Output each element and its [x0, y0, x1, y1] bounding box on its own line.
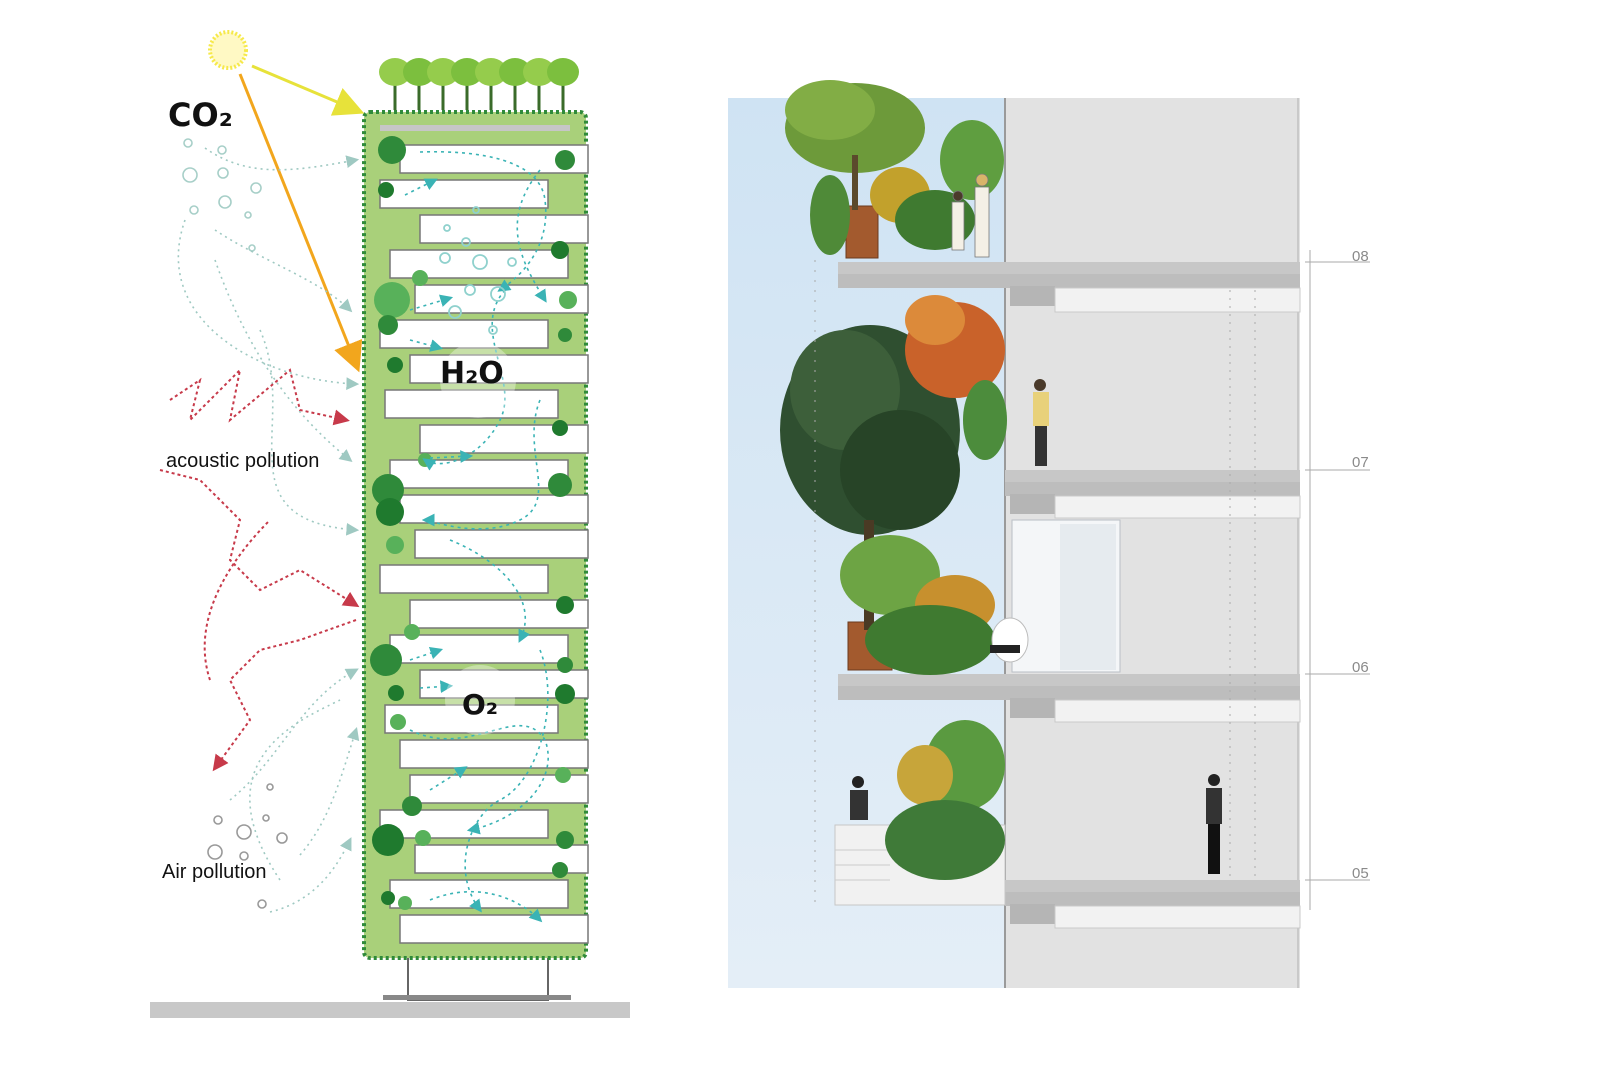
person-icon — [951, 173, 990, 258]
inner-air-bubbles — [439, 206, 517, 335]
plant-icon — [390, 714, 406, 730]
floor-slab — [399, 739, 589, 769]
sun-ray-facade — [238, 73, 363, 373]
plant-icon — [555, 684, 575, 704]
plant-icon — [388, 685, 404, 701]
plant-icon — [386, 536, 404, 554]
plant-icon — [372, 824, 404, 856]
floor-slab — [379, 179, 549, 209]
plant-icon — [398, 896, 412, 910]
o2-label: O₂ — [462, 688, 498, 721]
floor-slab — [379, 319, 549, 349]
plant-icon — [557, 657, 573, 673]
level-label-07: 07 — [1352, 454, 1369, 471]
sun-icon — [208, 30, 248, 70]
acoustic-pollution-arrows — [159, 366, 360, 772]
level-label-08: 08 — [1352, 248, 1369, 265]
plant-icon — [378, 315, 398, 335]
planter-box — [845, 205, 879, 259]
h2o-label: H₂O — [440, 356, 504, 391]
plant-icon — [415, 830, 431, 846]
floor-slabs — [379, 144, 589, 944]
air-pollution-bubbles — [207, 783, 288, 909]
ground-line — [150, 1002, 630, 1018]
plant-icon — [551, 241, 569, 259]
plant-icon — [556, 596, 574, 614]
sun-ray-roof — [251, 64, 365, 116]
plant-icon — [559, 291, 577, 309]
floor-slab — [379, 564, 549, 594]
tree-icon — [885, 720, 1005, 880]
person-icon — [1033, 379, 1049, 466]
co2-label: CO₂ — [168, 96, 233, 134]
floor-slab — [409, 354, 589, 384]
balcony-plants — [370, 136, 577, 910]
acoustic-pollution-label: acoustic pollution — [166, 450, 319, 472]
level-label-06: 06 — [1352, 659, 1369, 676]
co2-flow-arrows — [177, 147, 360, 913]
plant-icon — [412, 270, 428, 286]
floor-slabs-section — [838, 262, 1301, 929]
plant-icon — [548, 473, 572, 497]
plant-icon — [558, 328, 572, 342]
floor-slab — [419, 214, 589, 244]
person-icon — [990, 617, 1029, 663]
plant-icon — [402, 796, 422, 816]
floor-slab — [399, 914, 589, 944]
person-icon — [850, 774, 1222, 874]
plant-icon — [555, 767, 571, 783]
plant-icon — [376, 498, 404, 526]
water-oxygen-circulation — [404, 150, 549, 923]
plant-icon — [552, 862, 568, 878]
plant-icon — [378, 136, 406, 164]
plant-icon — [555, 150, 575, 170]
plant-icon — [552, 420, 568, 436]
plant-icon — [372, 474, 404, 506]
co2-bubbles — [182, 138, 262, 252]
floor-slab — [384, 704, 559, 734]
tree-icon — [780, 295, 1007, 675]
level-label-05: 05 — [1352, 865, 1369, 882]
floor-slab — [384, 389, 559, 419]
dimension-lines — [814, 250, 1370, 910]
floor-slab — [389, 634, 569, 664]
plant-icon — [556, 831, 574, 849]
plant-icon — [378, 182, 394, 198]
roof-trees — [379, 58, 579, 110]
plant-icon — [381, 891, 395, 905]
air-pollution-label: Air pollution — [162, 861, 267, 883]
plant-icon — [374, 282, 410, 318]
plant-icon — [387, 357, 403, 373]
plant-icon — [404, 624, 420, 640]
plant-icon — [370, 644, 402, 676]
floor-slab — [414, 529, 589, 559]
